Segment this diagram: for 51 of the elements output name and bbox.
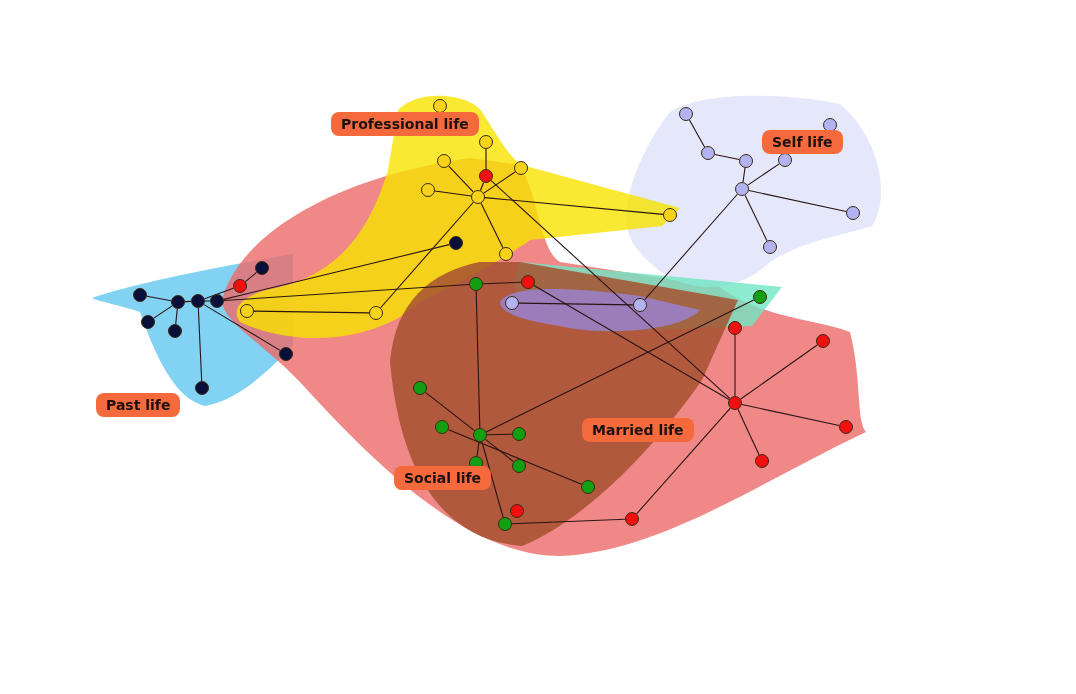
connector-line	[204, 300, 211, 302]
connector-line	[644, 193, 738, 301]
connector-line	[253, 310, 370, 314]
topic-label: Social life	[394, 466, 492, 490]
connector-line	[744, 194, 768, 242]
connector-line	[740, 344, 818, 400]
connector-line	[741, 403, 840, 427]
connector-line	[424, 391, 476, 432]
connector-line	[204, 287, 234, 300]
connector-line	[490, 180, 731, 399]
connector-line	[448, 165, 474, 193]
connector-line	[533, 284, 730, 401]
connector-line	[484, 438, 515, 463]
connector-line	[485, 148, 487, 170]
topic-label: Self life	[762, 130, 843, 154]
connector-line	[244, 271, 258, 283]
connector-line	[153, 305, 173, 319]
connector-line	[223, 283, 470, 302]
connector-line	[475, 290, 481, 429]
connector-line	[175, 308, 178, 325]
connector-line	[483, 171, 516, 194]
connector-line	[146, 295, 172, 302]
topic-label: Married life	[582, 418, 694, 442]
connector-line	[434, 190, 472, 197]
connector-line	[476, 441, 480, 457]
connector-line	[197, 307, 203, 382]
connector-line	[479, 182, 485, 191]
connector-line	[714, 153, 740, 161]
connector-line	[481, 441, 504, 518]
connector-line	[484, 197, 664, 215]
connector-line	[485, 299, 755, 433]
connector-line	[482, 281, 522, 285]
connector-line	[518, 302, 634, 306]
connector-line	[688, 119, 706, 148]
connector-line	[747, 163, 780, 186]
topic-label: Past life	[96, 393, 181, 417]
connector-line	[748, 189, 847, 213]
connector-line	[380, 201, 474, 309]
connector-line	[737, 408, 760, 456]
connector-line	[742, 167, 746, 183]
connector-line	[223, 244, 450, 300]
connector-line	[511, 518, 626, 525]
connector-line	[203, 304, 281, 351]
connector-line	[480, 202, 504, 249]
topic-label: Professional life	[331, 112, 479, 136]
connector-line	[447, 429, 583, 485]
connector-line	[636, 407, 731, 515]
connector-line	[486, 433, 513, 436]
connector-line	[734, 334, 736, 397]
connector-line	[184, 300, 192, 303]
network-node	[141, 315, 155, 329]
